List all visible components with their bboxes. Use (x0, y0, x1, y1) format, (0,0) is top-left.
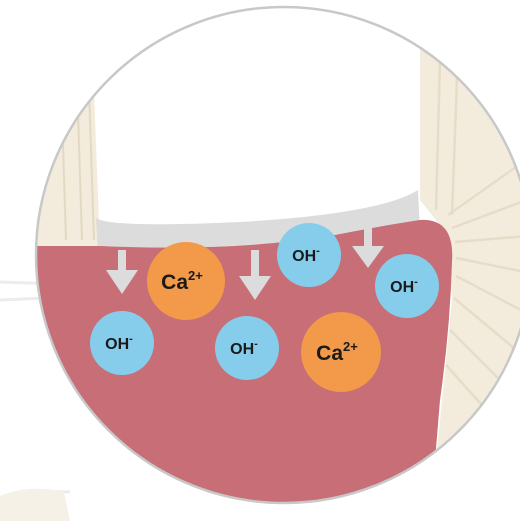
dentin-wall-left (20, 40, 100, 246)
ion-symbol: OH (390, 279, 414, 296)
ion-symbol: OH (230, 341, 254, 358)
ion-charge: 2+ (188, 268, 203, 283)
ion-symbol: Ca (161, 271, 188, 294)
ion-charge: - (254, 338, 258, 350)
hydroxide-ion: OH- (375, 254, 439, 318)
svg-text:OH-: OH- (230, 338, 258, 358)
ion-symbol: OH (105, 336, 129, 353)
calcium-ion: Ca2+ (301, 312, 381, 392)
svg-text:OH-: OH- (105, 333, 133, 353)
ion-symbol: Ca (316, 342, 343, 365)
hydroxide-ion: OH- (277, 223, 341, 287)
ion-charge: - (129, 333, 133, 345)
hydroxide-ion: OH- (90, 311, 154, 375)
svg-text:OH-: OH- (390, 276, 418, 296)
calcium-ion: Ca2+ (147, 242, 225, 320)
ion-charge: - (414, 276, 418, 288)
ion-symbol: OH (292, 248, 316, 265)
ion-charge: - (316, 245, 320, 257)
background-dentin-fragment (0, 489, 70, 521)
hydroxide-ion: OH- (215, 316, 279, 380)
ion-charge: 2+ (343, 339, 358, 354)
svg-text:OH-: OH- (292, 245, 320, 265)
